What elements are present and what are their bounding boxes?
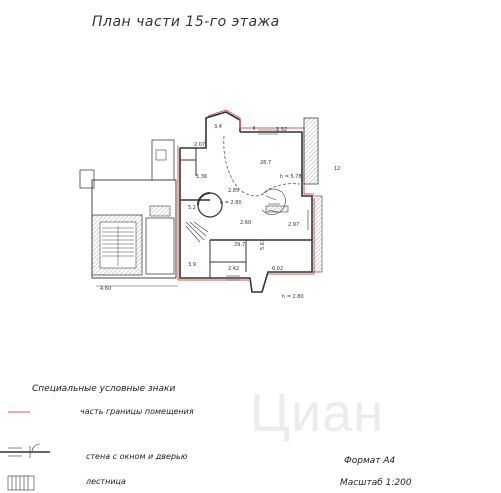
room-area-center: 29.7 (234, 242, 245, 248)
curved-partition (223, 135, 301, 197)
height-label-1: h = 2.80 (220, 200, 242, 206)
dim-left: 2.85 (228, 188, 239, 194)
legend-item-wall: стена с окном и дверью (86, 452, 188, 461)
dim-top: 3.92 (276, 127, 287, 133)
legend-stair-symbol (7, 475, 35, 491)
main-walls (179, 111, 313, 293)
inner-walls (180, 126, 255, 278)
spiral-stair (261, 188, 289, 215)
legend-heading: Специальные условные знаки (32, 384, 176, 394)
north-label: 12 (334, 166, 340, 172)
room-area-big: 28.7 (260, 160, 271, 166)
right-wall-hatch (311, 195, 323, 273)
watermark-logo: Циан (250, 382, 384, 444)
scale-label: Масштаб 1:200 (340, 478, 412, 488)
height-label-2: h = 5.78 (280, 174, 302, 180)
dim-bottom: 6.02 (272, 266, 283, 272)
dim-bottom-left: 2.42 (228, 266, 239, 272)
legend-item-boundary: часть границы помещения (80, 407, 194, 416)
right-column (303, 117, 319, 185)
left-block (79, 139, 178, 287)
stair-left (102, 226, 134, 266)
legend-wall-symbol (0, 443, 50, 458)
dim-center: 5.61 (260, 239, 266, 250)
dim-lower-right: 2.60 (240, 220, 251, 226)
format-label: Формат А4 (344, 456, 396, 466)
room-area-left-lower: 3.9 (188, 262, 196, 268)
dim-right-mid: 2.97 (288, 222, 299, 228)
room-area-left: 5.2 (188, 205, 196, 211)
dim-small-2: 1.36 (196, 174, 207, 180)
wedge-stair (185, 221, 209, 243)
room-area-top: 3.4 (214, 124, 222, 130)
dim-small-1: 2.07 (194, 142, 205, 148)
watermark-text: Циан (250, 383, 384, 443)
plan-title: План части 15-го этажа (92, 14, 280, 30)
windows (226, 129, 309, 281)
dim-far-left: 4.60 (100, 286, 111, 292)
legend-item-stair: лестница (86, 477, 126, 486)
height-label-3: h = 2.80 (282, 294, 304, 300)
